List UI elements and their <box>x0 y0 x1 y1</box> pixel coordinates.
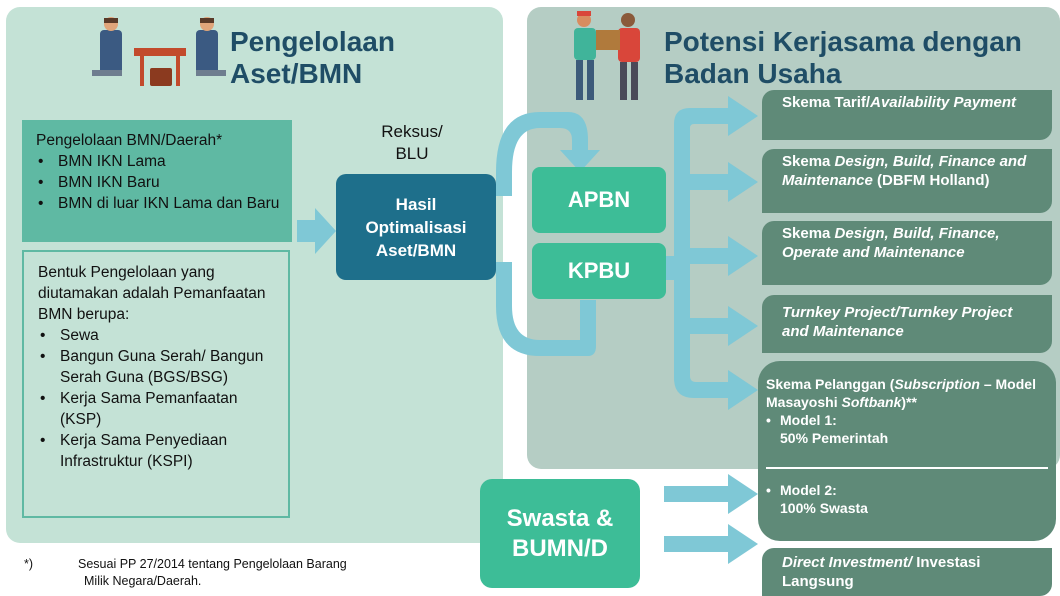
scheme-turnkey: Turnkey Project/Turnkey Project and Main… <box>762 295 1052 353</box>
management-forms-box: Bentuk Pengelolaan yang diutamakan adala… <box>22 250 290 518</box>
list-item: Sewa <box>40 325 280 346</box>
scheme-dbfm: Skema Design, Build, Finance and Mainten… <box>762 149 1052 213</box>
bmn-types-heading: Pengelolaan BMN/Daerah* <box>36 132 223 149</box>
model-1: • Model 1: 50% Pemerintah <box>766 411 1048 447</box>
left-title: Pengelolaan Aset/BMN <box>230 26 395 90</box>
list-item: BMN IKN Baru <box>38 172 292 193</box>
scheme-dbfom-italic: Design, Build, Finance, Operate and Main… <box>782 225 1000 261</box>
scheme-dbfom: Skema Design, Build, Finance, Operate an… <box>762 221 1052 285</box>
model-2-value: 100% Swasta <box>780 500 868 516</box>
apbn-box: APBN <box>532 167 666 233</box>
left-title-line2: Aset/BMN <box>230 58 363 89</box>
subscription-label-d: Softbank <box>841 394 902 410</box>
scheme-tariff-label: Skema Tarif/ <box>782 94 871 111</box>
subscription-label-c: – Model Masayoshi <box>766 376 1036 410</box>
subscription-label-a: Skema Pelanggan ( <box>766 376 895 392</box>
reksus-label: Reksus/ BLU <box>362 121 462 165</box>
private-bumn-box: Swasta & BUMN/D <box>480 479 640 588</box>
hasil-line2: Optimalisasi <box>365 217 467 237</box>
scheme-tariff: Skema Tarif/Availability Payment <box>762 90 1052 140</box>
right-title-line1: Potensi Kerjasama dengan <box>664 26 1022 57</box>
scheme-turnkey-italic: Turnkey Project/Turnkey Project and Main… <box>782 304 1013 340</box>
reksus-line1: Reksus/ <box>381 122 443 141</box>
model-2: • Model 2: 100% Swasta <box>766 482 868 516</box>
scheme-dbfm-italic: Design, Build, Finance and Maintenance <box>782 153 1027 189</box>
scheme-direct-investment: Direct Investment/ Investasi Langsung <box>762 548 1052 596</box>
footnote-marker: *) <box>24 557 34 571</box>
list-item: BMN IKN Lama <box>38 151 292 172</box>
model-1-value: 50% Pemerintah <box>780 430 889 446</box>
scheme-dbfom-label: Skema <box>782 225 835 242</box>
right-title-line2: Badan Usaha <box>664 58 842 89</box>
footnote-line2: Milik Negara/Daerah. <box>84 574 202 588</box>
management-forms-heading: Bentuk Pengelolaan yang diutamakan adala… <box>38 264 266 323</box>
model-2-title: Model 2: <box>780 482 837 498</box>
footnote: *) Sesuai PP 27/2014 tentang Pengelolaan… <box>24 556 454 590</box>
model-1-title: Model 1: <box>780 412 837 428</box>
bmn-types-box: Pengelolaan BMN/Daerah* BMN IKN Lama BMN… <box>22 120 292 242</box>
right-title: Potensi Kerjasama dengan Badan Usaha <box>664 26 1022 90</box>
footnote-line1: Sesuai PP 27/2014 tentang Pengelolaan Ba… <box>78 557 347 571</box>
hasil-line3: Aset/BMN <box>375 240 457 260</box>
optimization-result-box: Hasil Optimalisasi Aset/BMN <box>336 174 496 280</box>
scheme-tariff-italic: Availability Payment <box>870 94 1017 111</box>
reksus-line2: BLU <box>395 144 429 163</box>
list-item: Kerja Sama Penyediaan Infrastruktur (KSP… <box>40 430 280 472</box>
swasta-line2: BUMN/D <box>512 534 608 562</box>
scheme-dbfm-label: Skema <box>782 153 835 170</box>
direct-investment-italic: Direct Investment/ <box>782 554 913 571</box>
scheme-subscription: Skema Pelanggan (Subscription – Model Ma… <box>758 361 1056 541</box>
subscription-label-b: Subscription <box>894 376 980 392</box>
scheme-dbfm-suffix: (DBFM Holland) <box>872 172 990 189</box>
subscription-label-e: )** <box>901 394 917 410</box>
list-item: Bangun Guna Serah/ Bangun Serah Guna (BG… <box>40 346 280 388</box>
hasil-line1: Hasil <box>395 194 437 214</box>
list-item: Kerja Sama Pemanfaatan (KSP) <box>40 388 280 430</box>
kpbu-box: KPBU <box>532 243 666 299</box>
left-title-line1: Pengelolaan <box>230 26 395 57</box>
list-item: BMN di luar IKN Lama dan Baru <box>38 193 292 214</box>
model-divider <box>766 467 1048 469</box>
swasta-line1: Swasta & <box>506 504 614 532</box>
direct-investment-label: Investasi Langsung <box>782 554 981 590</box>
